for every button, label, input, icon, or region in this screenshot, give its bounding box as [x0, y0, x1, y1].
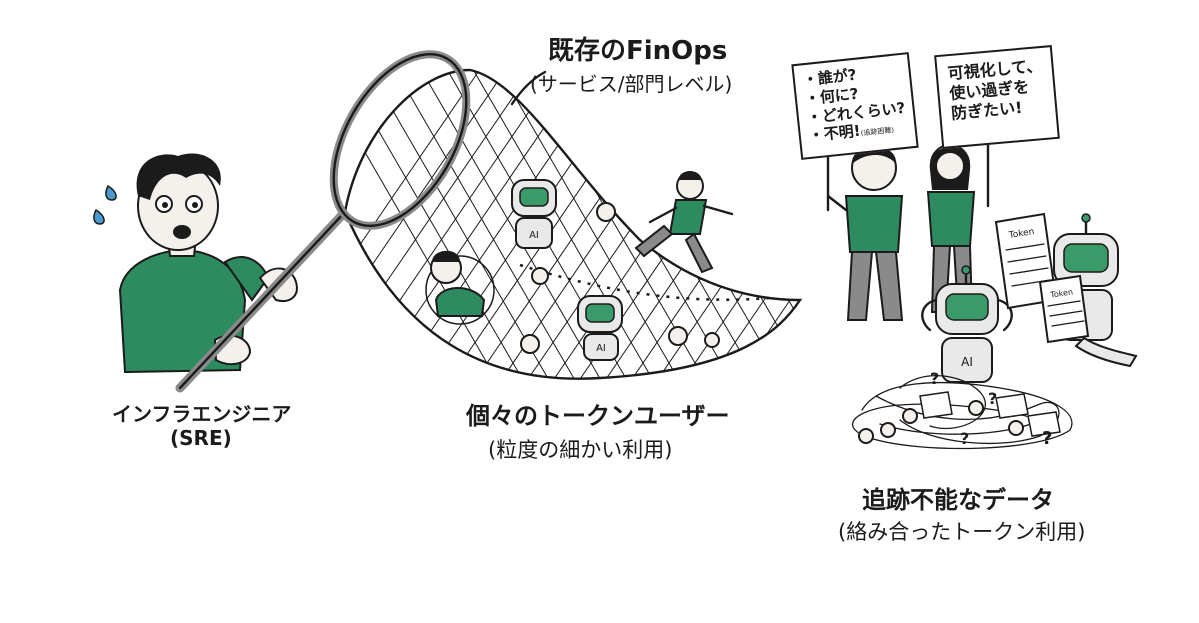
engineer-figure	[93, 153, 298, 374]
token-users-title: 個々のトークンユーザー	[466, 402, 730, 430]
robot-in-net-2: AI	[577, 295, 623, 361]
robot-badge-3: AI	[961, 355, 973, 369]
net-strand	[481, 70, 703, 379]
token-paper-label-2: Token	[1049, 287, 1074, 299]
robot-badge-1: AI	[529, 230, 539, 241]
untrackable-data-subtitle: (絡み合ったトークン利用)	[838, 520, 1086, 544]
protester-man	[826, 138, 904, 321]
question-mark-1: ?	[930, 369, 939, 388]
engineer-subtitle: (SRE)	[170, 426, 232, 450]
engineer-title: インフラエンジニア	[112, 402, 292, 426]
net-strand	[377, 70, 599, 379]
sign-left-unknown: ・不明!	[807, 121, 862, 146]
person-in-net-1	[425, 250, 495, 325]
person-running	[634, 171, 734, 274]
question-mark-3: ?	[960, 429, 969, 448]
net-strand	[345, 70, 527, 379]
net-strand	[345, 70, 501, 379]
net-strand	[345, 70, 521, 379]
untrackable-data-title: 追跡不能なデータ	[862, 486, 1054, 514]
token-paper-label: Token	[1007, 227, 1035, 241]
token-paper: Token Token	[994, 212, 1090, 344]
net-strand	[455, 70, 677, 379]
sign-left-small-note: (追跡困難)	[860, 126, 895, 138]
question-mark-2: ?	[988, 389, 997, 408]
question-mark-4: ?	[1042, 428, 1052, 449]
robot-in-net-1: AI	[511, 179, 557, 249]
sign-right: 可視化して、 使い過ぎを 防ぎたい!	[934, 45, 1060, 149]
existing-finops-subtitle: (サービス/部門レベル)	[530, 72, 733, 96]
net-strand	[345, 70, 553, 379]
tangled-token-heap: ? ? ? ?	[851, 369, 1073, 450]
small-heads-in-net	[520, 202, 720, 354]
sign-left: ・誰が? ・何に? ・どれくらい? ・不明!(追跡困難)	[791, 52, 919, 160]
robot-badge-2: AI	[596, 343, 606, 354]
existing-finops-title: 既存のFinOps	[548, 36, 728, 66]
token-users-subtitle: (粒度の細かい利用)	[488, 438, 673, 462]
protester-woman	[926, 136, 990, 313]
robot-stressed: AI	[921, 265, 1013, 383]
